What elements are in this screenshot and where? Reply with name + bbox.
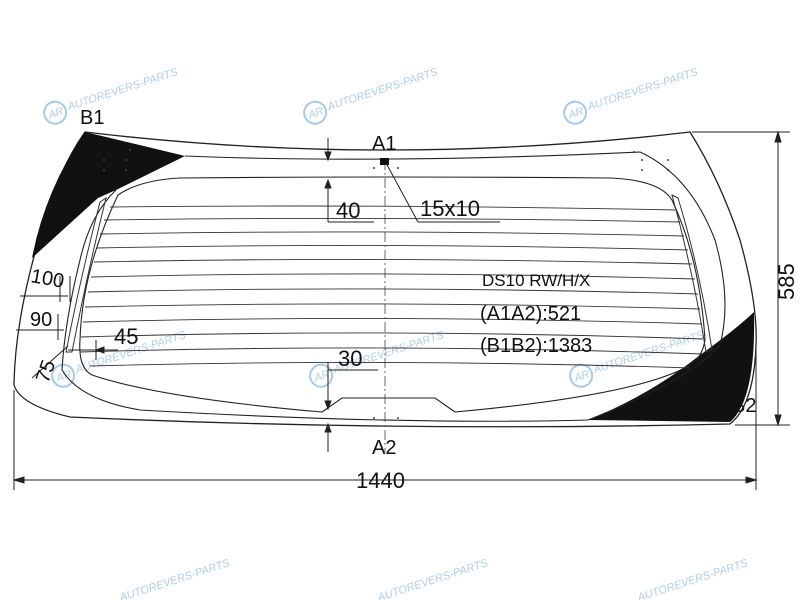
watermark-9: AUTOREVERS-PARTS <box>635 557 750 600</box>
heating-lines <box>79 205 704 369</box>
label-mark-size: 15x10 <box>420 196 480 221</box>
mark-leader <box>385 162 419 223</box>
watermark-logo: AR <box>46 105 65 121</box>
dim-left-side <box>16 276 118 379</box>
frit-boundary <box>61 151 726 422</box>
label-b1b2: (B1B2):1383 <box>480 335 592 357</box>
watermark-text: AUTOREVERS-PARTS <box>117 557 232 600</box>
dim-label-bottom-offset: 30 <box>338 346 362 371</box>
watermark-7: AUTOREVERS-PARTS <box>117 557 232 600</box>
ceramic-top-left <box>32 132 185 258</box>
dim-bottom-offset <box>324 362 378 452</box>
watermark-logo: AR <box>566 105 585 121</box>
watermark-3: AR AUTOREVERS-PARTS <box>563 66 700 125</box>
ceramic-bottom-right <box>588 312 755 422</box>
dim-height <box>692 130 790 427</box>
label-code: DS10 RW/H/X <box>482 271 590 290</box>
label-b2: B2 <box>732 395 756 417</box>
a1-mark <box>380 158 389 165</box>
watermark-8: AUTOREVERS-PARTS <box>375 557 490 600</box>
label-b1: B1 <box>80 107 104 129</box>
watermark-1: AR AUTOREVERS-PARTS <box>43 66 180 125</box>
label-a2: A2 <box>372 437 396 459</box>
watermark-text: AUTOREVERS-PARTS <box>585 66 700 113</box>
dim-label-45: 45 <box>114 324 138 349</box>
watermark-2: AR AUTOREVERS-PARTS <box>303 66 440 125</box>
watermark-text: AUTOREVERS-PARTS <box>635 557 750 600</box>
dim-label-100: 100 <box>29 265 66 292</box>
glass-outline <box>13 131 757 428</box>
bus-bar-left <box>65 196 107 353</box>
dim-width <box>12 350 758 490</box>
watermark-logo: AR <box>572 368 591 384</box>
dim-label-75: 75 <box>32 357 60 385</box>
heated-area-outline <box>79 176 706 413</box>
label-a1a2: (A1A2):521 <box>480 303 581 325</box>
dim-label-90: 90 <box>30 309 52 331</box>
dim-label-top-offset: 40 <box>336 198 360 223</box>
watermark-text: AUTOREVERS-PARTS <box>375 557 490 600</box>
watermark-logo: AR <box>312 368 331 384</box>
watermark-logo: AR <box>54 368 73 384</box>
watermark-logo: AR <box>306 105 325 121</box>
dim-top-offset <box>324 138 374 223</box>
watermark-text: AUTOREVERS-PARTS <box>325 66 440 113</box>
label-a1: A1 <box>372 133 396 155</box>
bus-bar-right <box>671 194 713 353</box>
dim-label-width: 1440 <box>356 468 405 493</box>
dim-label-height: 585 <box>774 263 799 300</box>
